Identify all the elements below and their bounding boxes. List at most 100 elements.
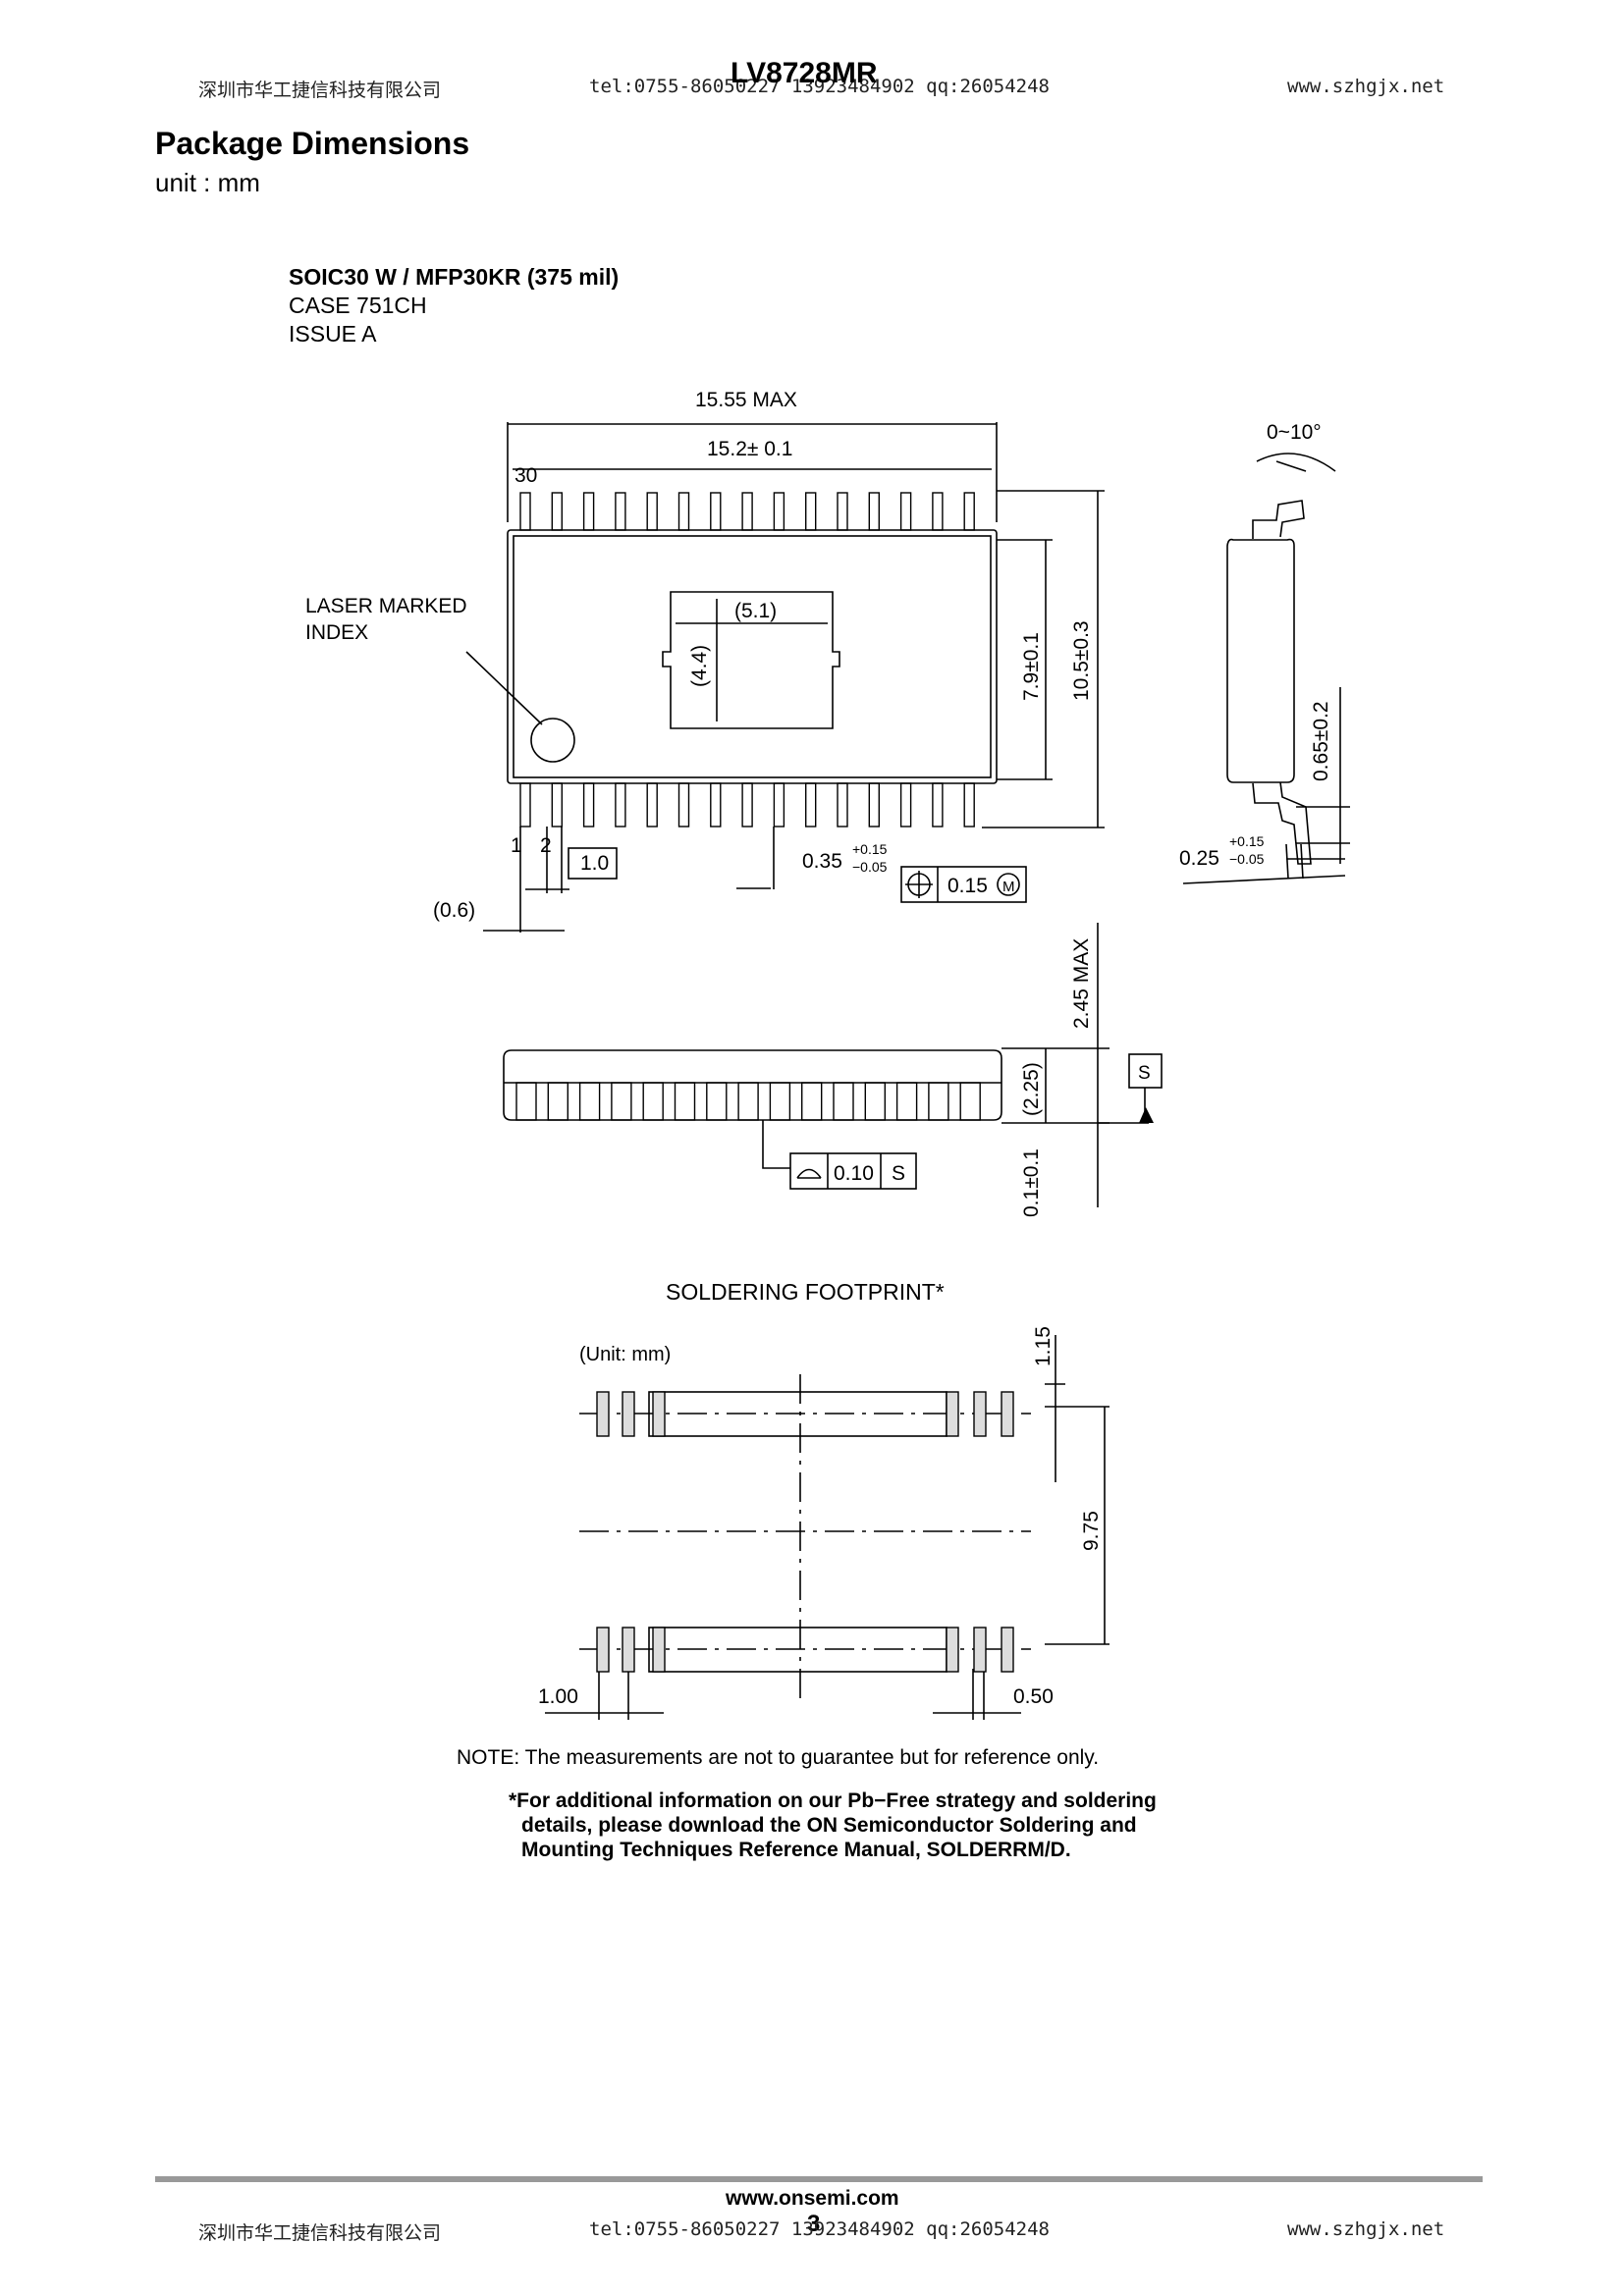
- footer-website: www.szhgjx.net: [1287, 2218, 1445, 2240]
- top-lead: [932, 492, 944, 531]
- coplanarity-datum: S: [892, 1162, 905, 1185]
- front-lead: [864, 1082, 886, 1121]
- lead-width-minus: −0.05: [852, 859, 888, 875]
- index-mark: [530, 718, 575, 763]
- bottom-lead: [710, 782, 722, 828]
- footprint-pad-bottom: [973, 1627, 987, 1673]
- top-lead: [615, 492, 626, 531]
- coplanarity-label: 0.10: [834, 1162, 874, 1185]
- lead-thickness-plus: +0.15: [1229, 833, 1265, 849]
- bottom-lead: [741, 782, 753, 828]
- top-view-body: [507, 529, 998, 784]
- footer-url[interactable]: www.onsemi.com: [726, 2187, 899, 2210]
- total-width-label: 10.5±0.3: [1070, 620, 1093, 701]
- front-lead: [547, 1082, 568, 1121]
- front-lead: [515, 1082, 537, 1121]
- bottom-lead: [551, 782, 563, 828]
- front-lead: [578, 1082, 601, 1121]
- top-lead: [741, 492, 753, 531]
- top-lead: [519, 492, 531, 531]
- footprint-pitch: 1.00: [538, 1685, 578, 1708]
- footprint-pad-bottom: [1001, 1627, 1014, 1673]
- footprint-row-spacing: 9.75: [1080, 1511, 1103, 1551]
- bottom-lead: [615, 782, 626, 828]
- top-lead: [805, 492, 817, 531]
- position-tol-label: 0.15: [947, 875, 988, 897]
- front-lead: [895, 1082, 918, 1121]
- top-lead: [677, 492, 690, 531]
- package-case: CASE 751CH: [289, 293, 427, 318]
- footprint-pad-bottom: [652, 1627, 666, 1673]
- note-text: NOTE: The measurements are not to guaran…: [457, 1746, 1100, 1769]
- footprint-pad-top: [946, 1391, 959, 1437]
- front-view-body: [503, 1049, 1002, 1121]
- footer-contact: tel:0755-86050227 13923484902 qq:2605424…: [589, 2218, 1050, 2240]
- bottom-lead: [805, 782, 817, 828]
- header-part-number: LV8728MR: [731, 57, 878, 89]
- datum-triangle: [1139, 1107, 1154, 1123]
- footer-company: 深圳市华工捷信科技有限公司: [198, 2222, 442, 2244]
- package-issue: ISSUE A: [289, 321, 377, 347]
- header-company: 深圳市华工捷信科技有限公司: [198, 80, 442, 101]
- coplanarity-frame: [789, 1152, 917, 1190]
- pad-width-label: (5.1): [734, 600, 777, 622]
- top-lead: [899, 492, 912, 531]
- front-lead: [706, 1082, 728, 1121]
- front-lead: [642, 1082, 664, 1121]
- pitch-box: [568, 847, 618, 880]
- front-lead: [801, 1082, 823, 1121]
- lead-group: [515, 492, 1014, 1673]
- footprint-pad-top: [1001, 1391, 1014, 1437]
- footnote: *For additional information on our Pb−Fr…: [509, 1789, 1157, 1862]
- bottom-lead: [582, 782, 595, 828]
- lead-width-plus: +0.15: [852, 841, 888, 857]
- top-lead: [963, 492, 975, 531]
- bottom-lead: [773, 782, 785, 828]
- angle-label: 0~10°: [1267, 421, 1322, 444]
- top-lead: [551, 492, 563, 531]
- front-lead: [769, 1082, 791, 1121]
- footprint-pad-top: [973, 1391, 987, 1437]
- footprint-pad-top: [596, 1391, 610, 1437]
- footprint-pad-top: [652, 1391, 666, 1437]
- header-website: www.szhgjx.net: [1287, 76, 1445, 97]
- lead-width-label: 0.35: [802, 850, 842, 873]
- height-max-label: 2.45 MAX: [1070, 938, 1093, 1029]
- package-name: SOIC30 W / MFP30KR (375 mil): [289, 264, 620, 290]
- front-lead: [611, 1082, 632, 1121]
- unit-label: unit : mm: [155, 168, 260, 197]
- foot-length-label: 0.65±0.2: [1310, 701, 1332, 781]
- page-title: Package Dimensions: [155, 126, 470, 161]
- side-view-body: [1226, 538, 1295, 783]
- footprint-unit: (Unit: mm): [579, 1344, 671, 1365]
- bottom-lead: [963, 782, 975, 828]
- top-lead: [773, 492, 785, 531]
- lead-thickness-minus: −0.05: [1229, 851, 1265, 867]
- laser-label-2: INDEX: [305, 621, 368, 644]
- bottom-lead: [519, 782, 531, 828]
- front-lead: [959, 1082, 981, 1121]
- footprint-pad-bottom: [946, 1627, 959, 1673]
- footprint-pad-bottom: [622, 1627, 635, 1673]
- bottom-lead: [868, 782, 880, 828]
- footprint-pad-bottom: [596, 1627, 610, 1673]
- top-view-body-inner: [513, 535, 992, 778]
- top-lead: [582, 492, 595, 531]
- footprint-title: SOLDERING FOOTPRINT*: [666, 1279, 945, 1305]
- footprint-pad-width: 0.50: [1013, 1685, 1054, 1708]
- footprint-pad-top: [622, 1391, 635, 1437]
- exposed-pad: [662, 591, 840, 729]
- page-number: 3: [807, 2211, 821, 2237]
- footnote-line-2: details, please download the ON Semicond…: [521, 1814, 1137, 1837]
- bottom-lead: [899, 782, 912, 828]
- datum-s-label: S: [1138, 1063, 1151, 1084]
- pin-1-label: 1: [511, 834, 522, 857]
- top-lead: [837, 492, 848, 531]
- pin-30-label: 30: [514, 464, 537, 487]
- laser-label-1: LASER MARKED: [305, 595, 467, 617]
- footnote-line-1: *For additional information on our Pb−Fr…: [509, 1789, 1157, 1812]
- bottom-lead: [677, 782, 690, 828]
- top-lead: [646, 492, 658, 531]
- mmc-symbol: M: [1002, 879, 1015, 895]
- bottom-lead: [646, 782, 658, 828]
